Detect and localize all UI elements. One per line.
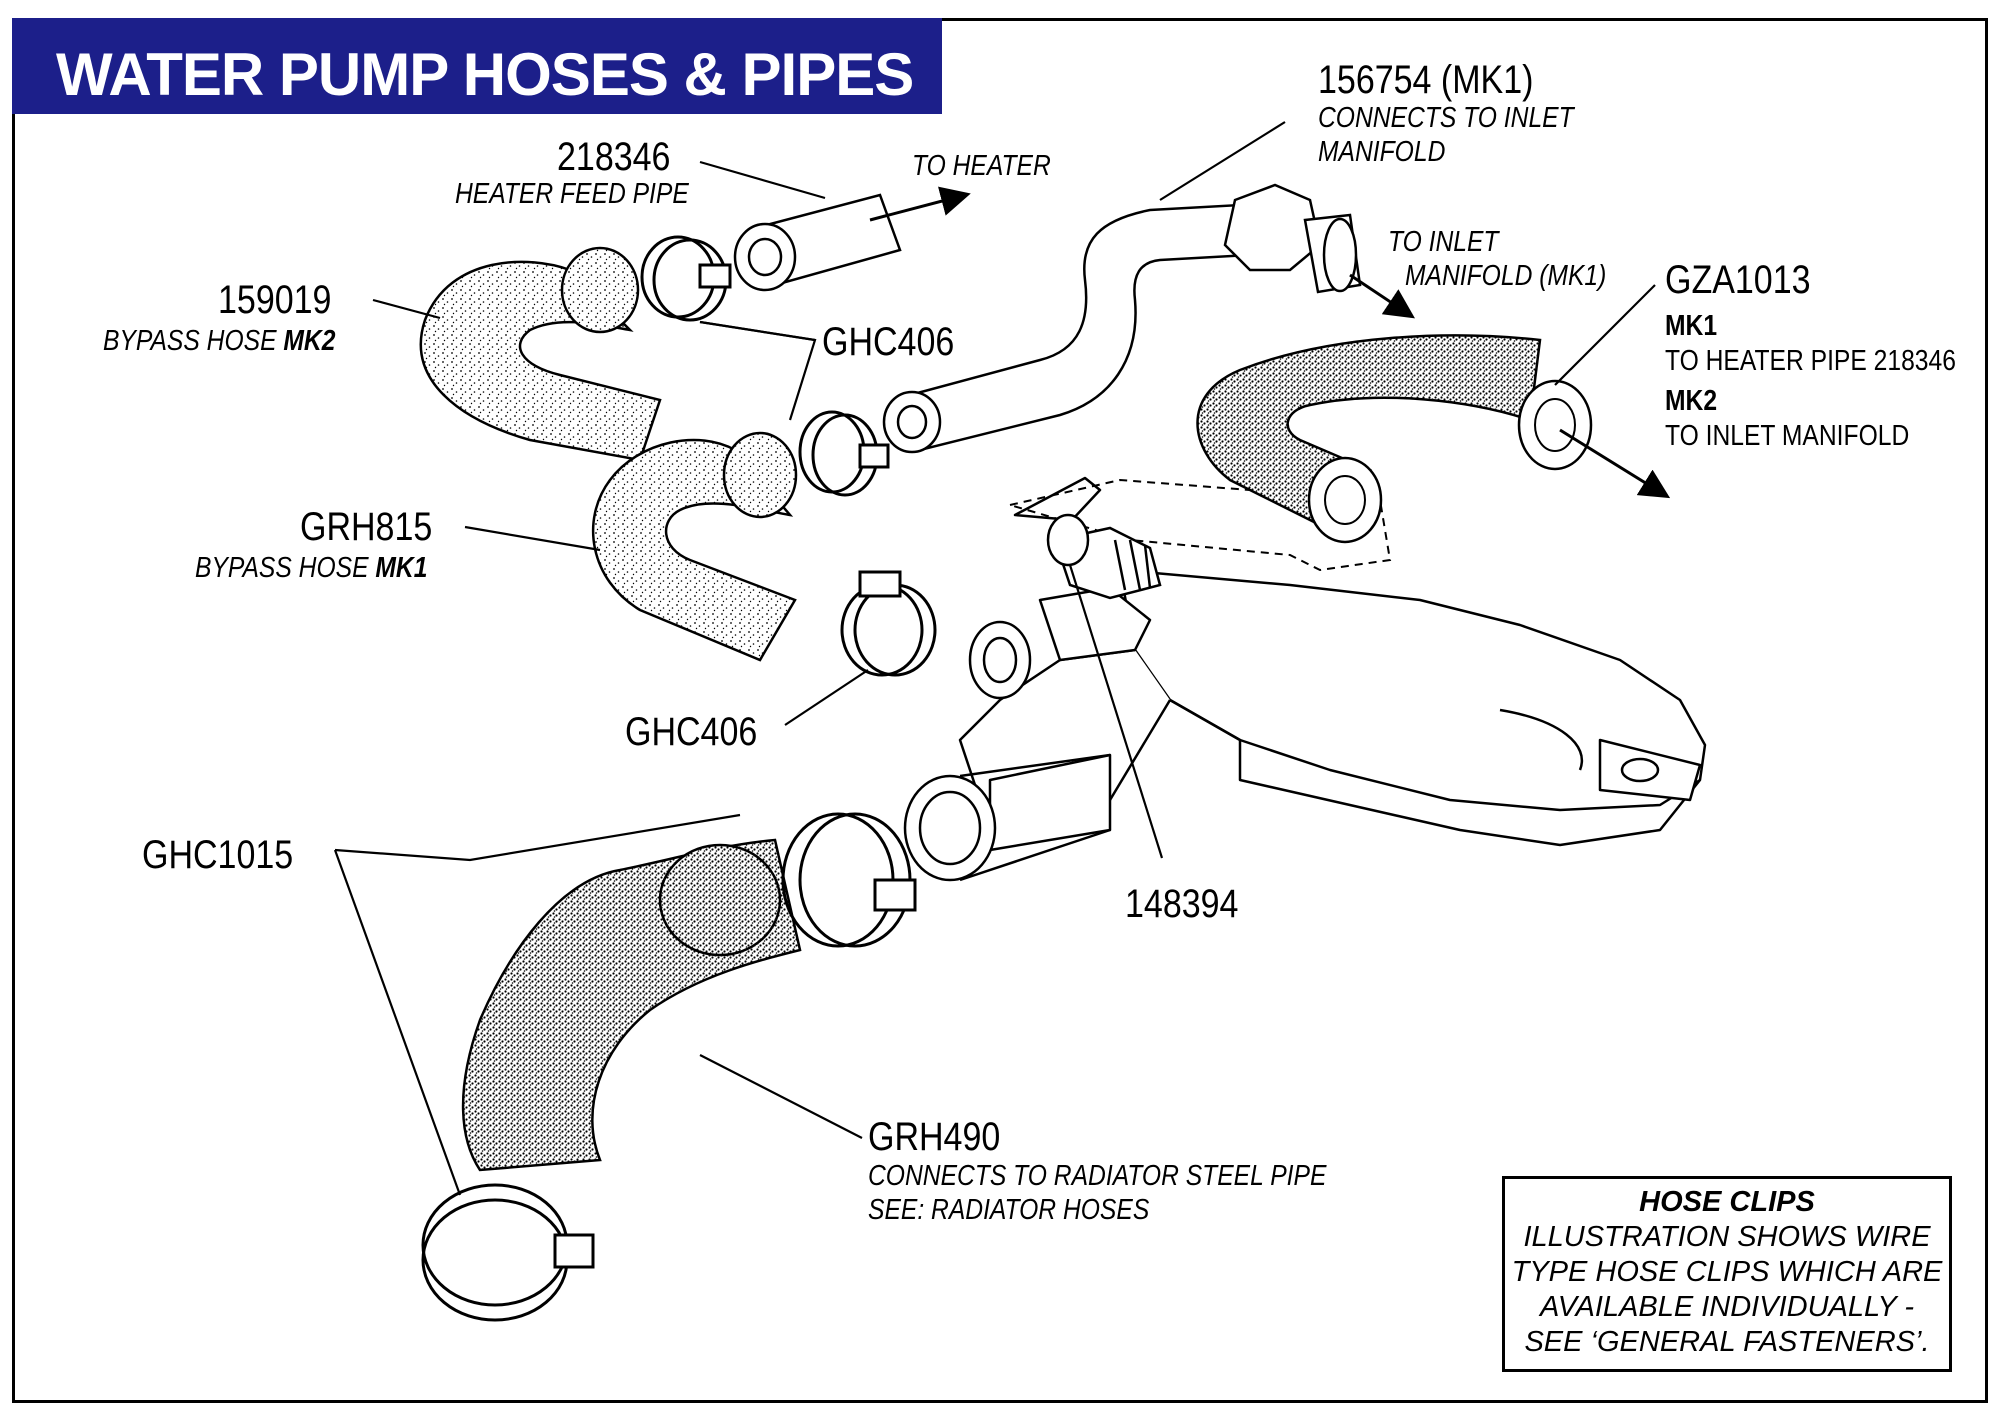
label-to-inlet-line2: MANIFOLD (MK1) — [1405, 260, 1607, 292]
hose-clips-note: HOSE CLIPS ILLUSTRATION SHOWS WIRE TYPE … — [1502, 1176, 1952, 1372]
leader-lines — [333, 121, 1656, 1196]
label-grh490-part: GRH490 — [868, 1115, 1001, 1159]
label-to-heater: TO HEATER — [912, 150, 1051, 182]
grh490-end — [658, 843, 782, 957]
label-148394: 148394 — [1125, 882, 1239, 926]
label-ghc406-lower: GHC406 — [625, 710, 758, 754]
label-gza1013-part: GZA1013 — [1665, 258, 1811, 302]
note-line-2: TYPE HOSE CLIPS WHICH ARE — [1511, 1256, 1943, 1288]
label-218346-desc: HEATER FEED PIPE — [455, 178, 689, 210]
adaptor-location-outline — [1006, 478, 1392, 572]
label-159019-desc: BYPASS HOSE MK2 — [103, 325, 336, 357]
label-ghc1015: GHC1015 — [142, 833, 294, 877]
page-title: WATER PUMP HOSES & PIPES — [56, 41, 914, 108]
label-156754-desc1: CONNECTS TO INLET — [1318, 102, 1574, 134]
label-grh815-part: GRH815 — [300, 505, 433, 549]
title-bar: WATER PUMP HOSES & PIPES — [12, 18, 942, 114]
note-line-3: AVAILABLE INDIVIDUALLY - — [1540, 1291, 1914, 1323]
hose-gza1013 — [1196, 334, 1542, 532]
label-159019-part: 159019 — [218, 278, 332, 322]
label-ghc406-upper: GHC406 — [822, 320, 955, 364]
bypass-mk2-end — [560, 246, 640, 334]
label-to-inlet-line1: TO INLET — [1388, 226, 1499, 258]
note-title: HOSE CLIPS — [1639, 1186, 1815, 1218]
hose-clip-upper-left — [640, 235, 732, 322]
label-218346-part: 218346 — [557, 135, 671, 179]
heater-feed-pipe — [733, 193, 902, 292]
label-gza-mk2-desc: TO INLET MANIFOLD — [1665, 420, 1910, 452]
hose-clip-large-upper — [781, 812, 917, 948]
hose-clip-large-lower — [421, 1183, 595, 1322]
hose-clip-upper-mid — [798, 410, 890, 497]
label-gza-mk1: MK1 — [1665, 310, 1718, 342]
flow-arrows — [869, 186, 1671, 499]
label-grh490-desc2: SEE: RADIATOR HOSES — [868, 1194, 1150, 1226]
inlet-manifold-pipe — [882, 183, 1362, 454]
note-line-4: SEE ‘GENERAL FASTENERS’. — [1524, 1326, 1930, 1358]
adaptor-148394-part — [1046, 513, 1162, 600]
label-156754-desc2: MANIFOLD — [1318, 136, 1446, 168]
label-gza-mk1-desc: TO HEATER PIPE 218346 — [1665, 345, 1956, 377]
hose-clip-lower-mid — [840, 570, 937, 677]
label-156754-part: 156754 (MK1) — [1318, 58, 1534, 102]
note-line-1: ILLUSTRATION SHOWS WIRE — [1523, 1221, 1931, 1253]
bypass-mk1-end — [722, 431, 798, 519]
label-gza-mk2: MK2 — [1665, 385, 1718, 417]
water-pump-housing — [903, 476, 1707, 882]
label-grh490-desc1: CONNECTS TO RADIATOR STEEL PIPE — [868, 1160, 1327, 1192]
label-grh815-desc: BYPASS HOSE MK1 — [195, 552, 428, 584]
